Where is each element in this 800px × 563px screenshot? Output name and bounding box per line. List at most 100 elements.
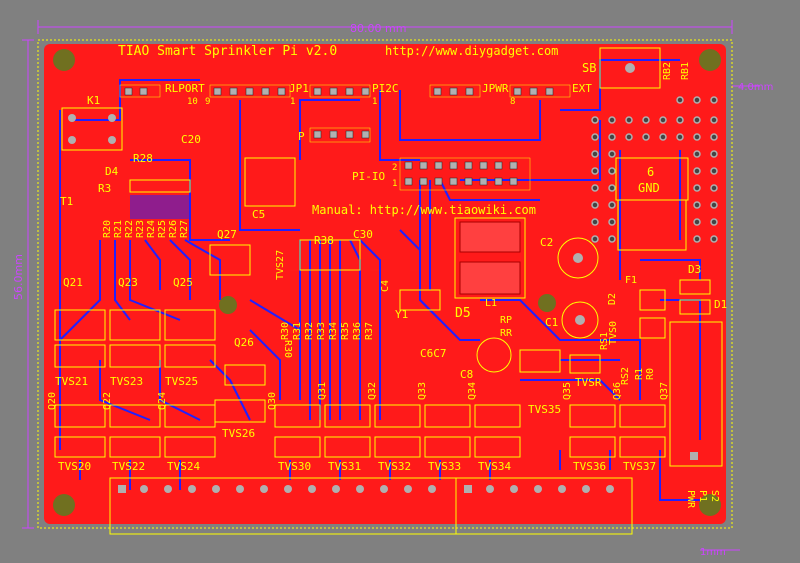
label-s2: S2 — [709, 490, 720, 502]
label-r31: R31 — [292, 322, 303, 340]
label-r33: R33 — [316, 322, 327, 340]
label-tvs0: TVS0 — [608, 321, 619, 345]
board-url: http://www.diygadget.com — [385, 44, 558, 58]
label-c8: C8 — [460, 368, 473, 381]
label-gnd-number: 6 — [647, 165, 654, 179]
header-pi-io: PI-IO — [352, 170, 385, 183]
label-r23: R23 — [135, 220, 146, 238]
label-q32: Q32 — [367, 382, 378, 400]
label-tvsr: TVSR — [575, 376, 602, 389]
label-r24: R24 — [146, 220, 157, 238]
header-jp1: JP1 — [289, 82, 309, 95]
label-q23: Q23 — [118, 276, 138, 289]
label-tvs22: TVS22 — [112, 460, 145, 473]
label-gnd: GND — [638, 181, 660, 195]
pin-label: 9 — [205, 97, 210, 107]
label-c4: C4 — [380, 280, 391, 292]
label-tvs35: TVS35 — [528, 403, 561, 416]
pin-label: 10 — [187, 97, 198, 107]
label-rs1: RS1 — [599, 332, 610, 350]
pin-label: 1 — [372, 97, 377, 107]
label-y1: Y1 — [395, 308, 408, 321]
label-d4: D4 — [105, 165, 119, 178]
label-q36: Q36 — [612, 382, 623, 400]
header-pi2c: PI2C — [372, 82, 399, 95]
label-q34: Q34 — [467, 382, 478, 400]
label-q35: Q35 — [562, 382, 573, 400]
label-r20: R20 — [102, 220, 113, 238]
label-rr: RR — [500, 328, 513, 339]
label-r34: R34 — [328, 322, 339, 340]
terminal-block-right — [455, 477, 633, 535]
board-outline — [37, 39, 733, 529]
label-t1: T1 — [60, 195, 73, 208]
header-p: P — [298, 130, 305, 143]
label-tvs27: TVS27 — [275, 250, 286, 280]
label-q21: Q21 — [63, 276, 83, 289]
label-r36: R36 — [352, 322, 363, 340]
label-d5: D5 — [455, 306, 471, 321]
label-sb: SB — [582, 61, 596, 75]
label-q25: Q25 — [173, 276, 193, 289]
label-d2: D2 — [607, 293, 618, 305]
label-tvs21: TVS21 — [55, 375, 88, 388]
label-c6c7: C6C7 — [420, 347, 447, 360]
label-q22: Q22 — [102, 392, 113, 410]
label-tvs30: TVS30 — [278, 460, 311, 473]
label-r37: R37 — [364, 322, 375, 340]
label-f1: F1 — [625, 275, 637, 286]
header-rlport: RLPORT — [165, 82, 205, 95]
label-q31: Q31 — [317, 382, 328, 400]
label-q24: Q24 — [157, 392, 168, 410]
mounting-holes — [53, 49, 721, 516]
label-tvs37: TVS37 — [623, 460, 656, 473]
label-q26: Q26 — [234, 336, 254, 349]
label-r22: R22 — [124, 220, 135, 238]
label-rb2: RB2 — [662, 62, 673, 80]
label-p1: P1 — [697, 490, 708, 502]
height-dimension: 56.0mm — [12, 254, 25, 300]
pin-label: 1 — [290, 97, 295, 107]
label-r32: R32 — [304, 322, 315, 340]
label-q20: Q20 — [47, 392, 58, 410]
label-tvs33: TVS33 — [428, 460, 461, 473]
label-tvs25: TVS25 — [165, 375, 198, 388]
label-r3: R3 — [98, 182, 111, 195]
chip-d5-outline — [454, 217, 526, 299]
header-ext: EXT — [572, 82, 592, 95]
via-grid — [591, 96, 718, 243]
pin-label: 1 — [392, 179, 397, 189]
label-q33: Q33 — [417, 382, 428, 400]
header-pins — [119, 84, 571, 191]
label-c2: C2 — [540, 236, 553, 249]
label-tvs23: TVS23 — [110, 375, 143, 388]
label-rp: RP — [500, 315, 512, 326]
terminal-pins — [118, 452, 698, 493]
label-rb1: RB1 — [680, 62, 691, 80]
label-q30: Q30 — [267, 392, 278, 410]
label-r35: R35 — [340, 322, 351, 340]
label-r38: R38 — [314, 234, 334, 247]
label-tvs24: TVS24 — [167, 460, 200, 473]
label-r1: R1 — [634, 368, 645, 380]
label-r28: R28 — [133, 152, 153, 165]
label-pwr: PWR — [685, 490, 696, 509]
label-d1: D1 — [714, 298, 727, 311]
label-c1: C1 — [545, 316, 558, 329]
manual-url: Manual: http://www.tiaowiki.com — [312, 203, 536, 217]
label-r30-alt: R30 — [280, 322, 291, 340]
corner-dimension: 4.0mm — [738, 82, 773, 93]
label-rs2: RS2 — [620, 367, 631, 385]
dimension-lines — [22, 20, 760, 551]
label-tvs34: TVS34 — [478, 460, 511, 473]
label-q37: Q37 — [659, 382, 670, 400]
label-r21: R21 — [113, 220, 124, 238]
width-dimension: 80.00 mm — [350, 22, 406, 35]
label-c5: C5 — [252, 208, 265, 221]
pin-label: 8 — [510, 97, 515, 107]
label-c30: C30 — [353, 228, 373, 241]
pin-label: 2 — [392, 163, 397, 173]
driver-pads — [54, 279, 723, 467]
